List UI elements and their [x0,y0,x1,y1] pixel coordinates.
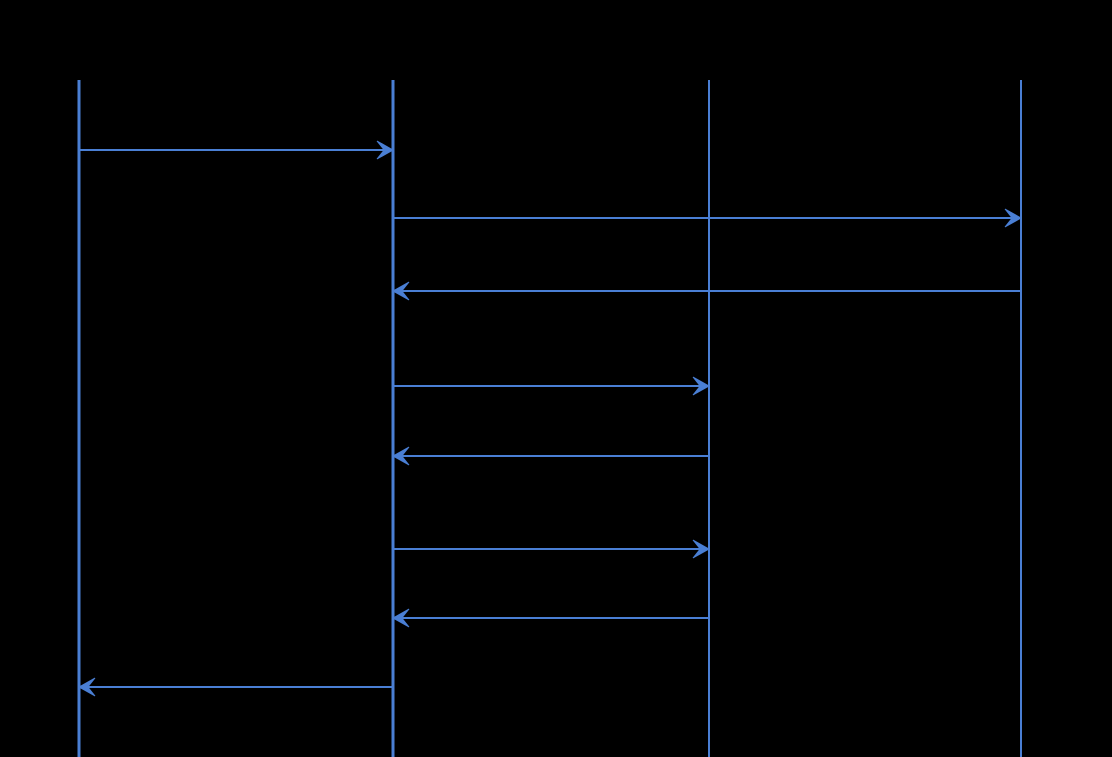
message-4 [393,376,711,396]
message-arrowhead-1 [376,140,395,160]
message-arrowhead-8 [77,677,96,697]
message-arrowhead-3 [391,281,410,301]
message-1 [79,140,395,160]
message-arrowhead-4 [692,376,711,396]
message-6 [393,539,711,559]
message-arrowhead-5 [391,446,410,466]
message-arrowhead-7 [391,608,410,628]
message-2 [393,208,1023,228]
lifelines-group [77,80,1022,757]
messages-group [77,140,1023,697]
message-arrowhead-6 [692,539,711,559]
message-7 [391,608,709,628]
message-5 [391,446,709,466]
message-3 [391,281,1021,301]
message-arrowhead-2 [1004,208,1023,228]
message-8 [77,677,393,697]
